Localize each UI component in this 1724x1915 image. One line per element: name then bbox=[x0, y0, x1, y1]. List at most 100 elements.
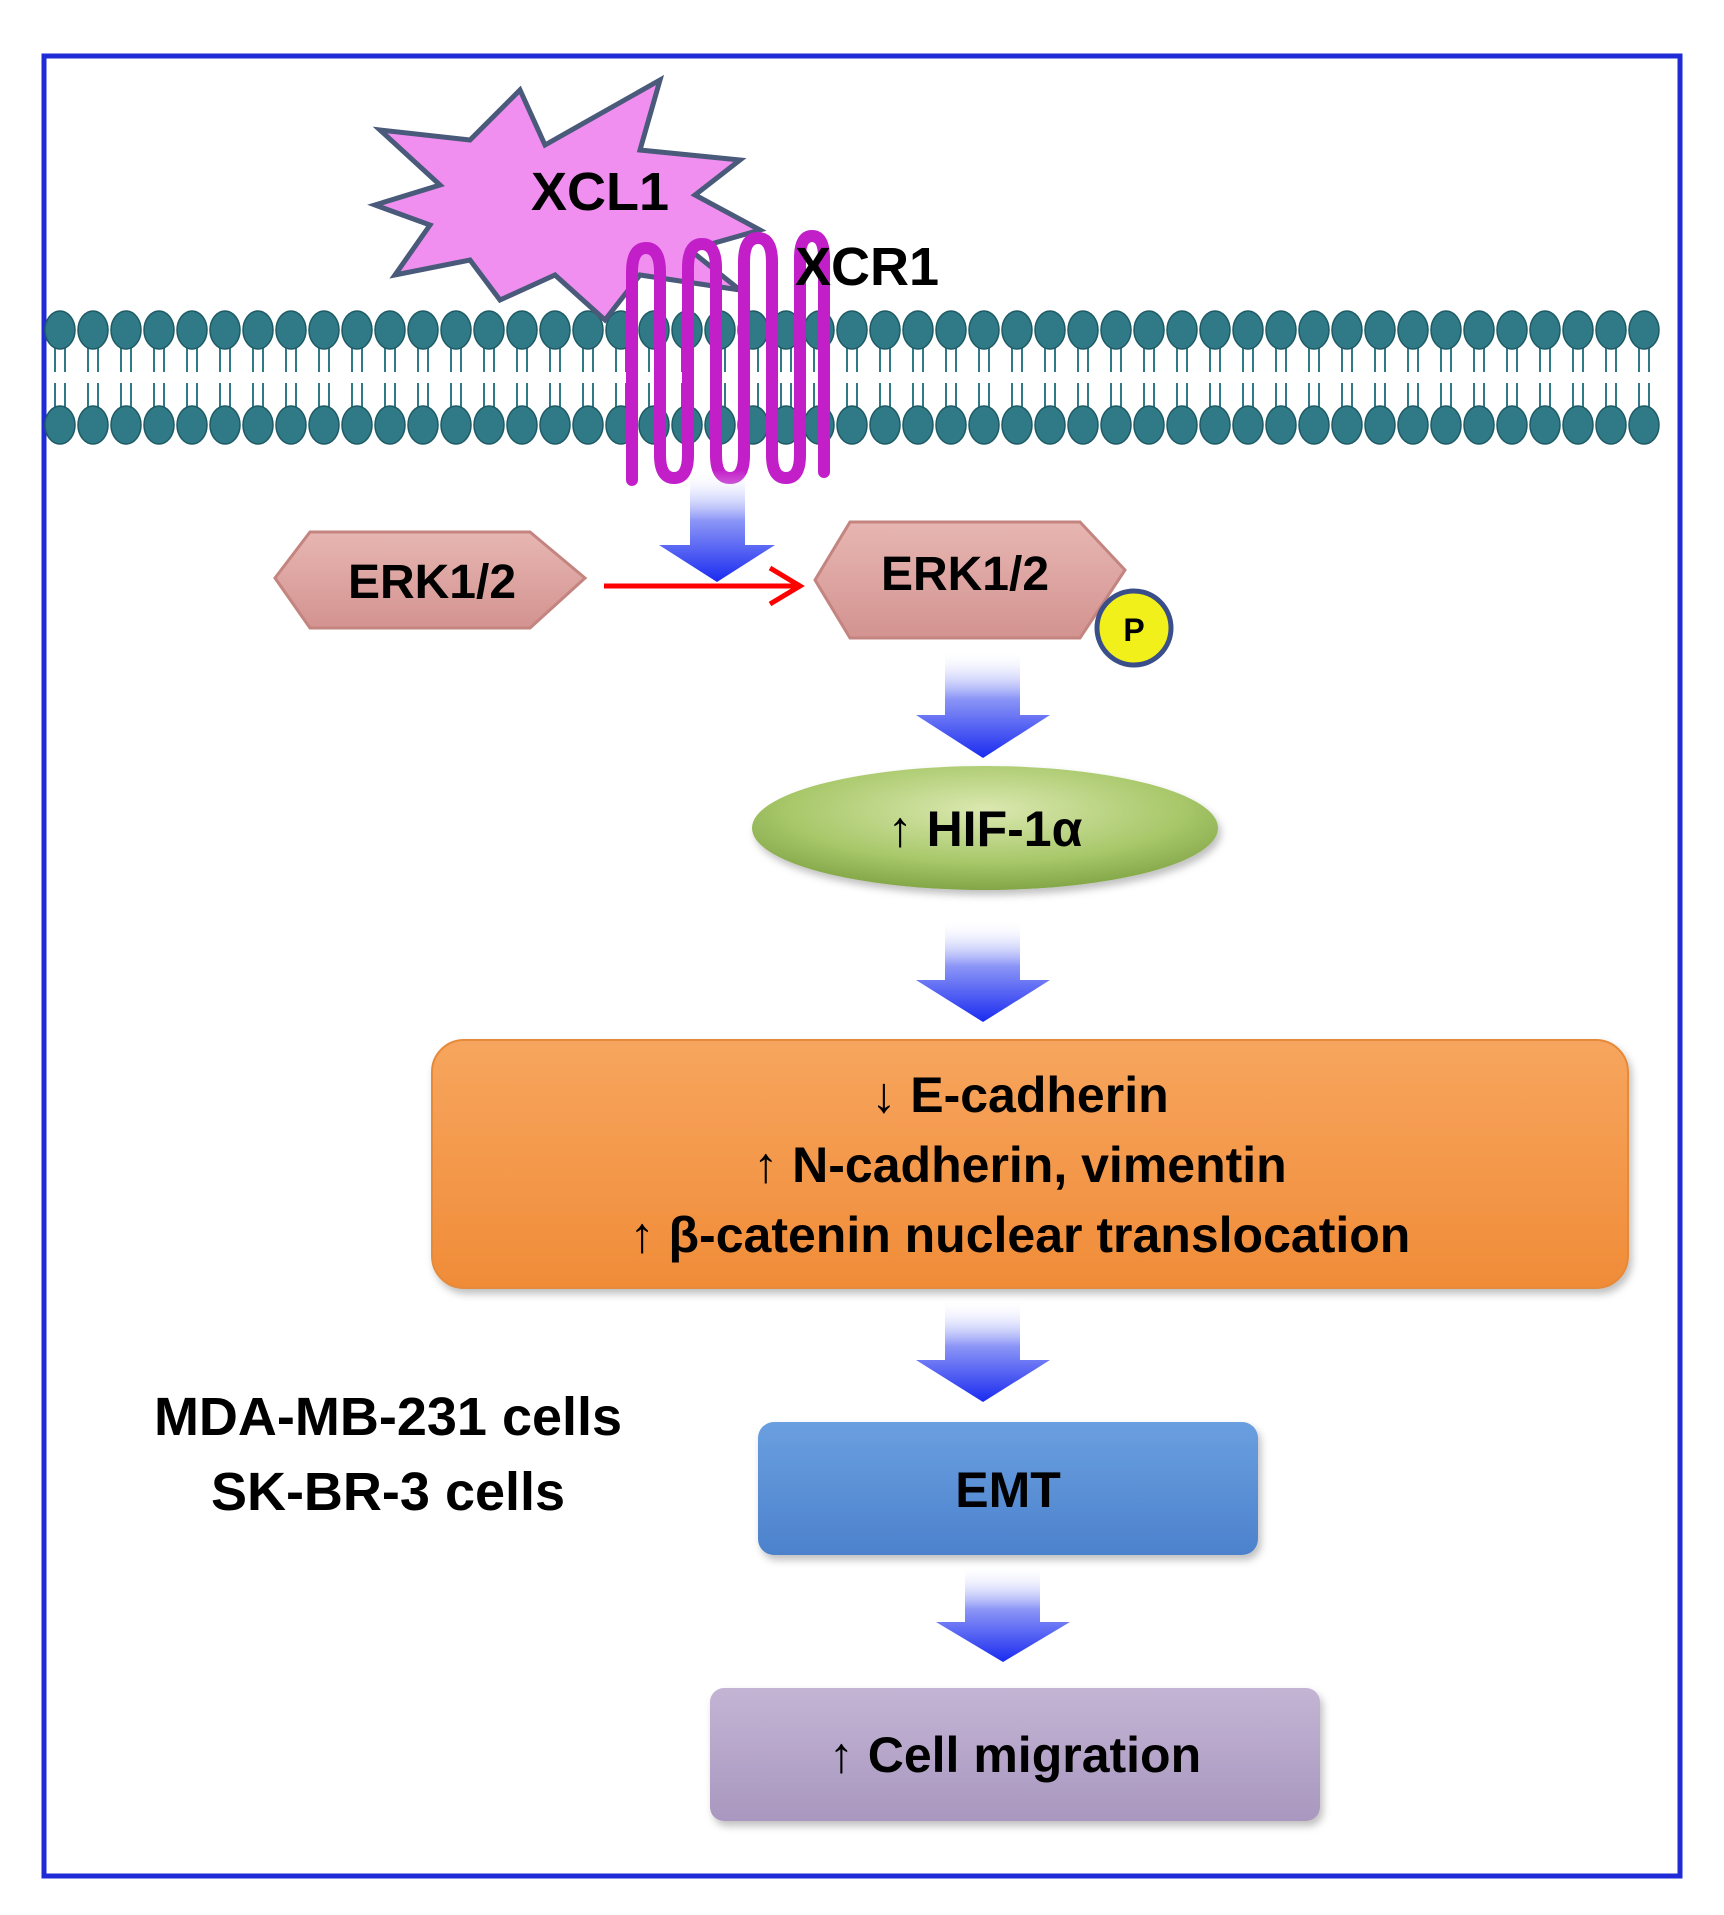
lipid-head bbox=[1628, 405, 1660, 445]
lipid-head bbox=[1133, 405, 1165, 445]
arrow-hif-to-markers bbox=[916, 920, 1050, 1022]
lipid-head bbox=[440, 405, 472, 445]
lipid-head bbox=[1067, 310, 1099, 350]
lipid-head bbox=[374, 405, 406, 445]
lipid-head bbox=[1529, 405, 1561, 445]
cell-line-skbr3: SK-BR-3 cells bbox=[211, 1462, 565, 1522]
lipid-head bbox=[407, 405, 439, 445]
erk-active-label: ERK1/2 bbox=[881, 548, 1049, 601]
lipid-head bbox=[1595, 310, 1627, 350]
lipid-head bbox=[1496, 405, 1528, 445]
lipid-head bbox=[1595, 405, 1627, 445]
lipid-head bbox=[902, 405, 934, 445]
lipid-head bbox=[176, 405, 208, 445]
emt-rect bbox=[758, 1422, 1258, 1555]
lipid-head bbox=[341, 405, 373, 445]
xcl1-label: XCL1 bbox=[531, 162, 669, 222]
lipid-head bbox=[143, 310, 175, 350]
phosphorylation-arrow bbox=[604, 565, 805, 607]
lipid-head bbox=[1496, 310, 1528, 350]
cell-lines-label: MDA-MB-231 cells SK-BR-3 cells bbox=[154, 1387, 622, 1522]
lipid-head bbox=[935, 310, 967, 350]
lipid-head bbox=[110, 405, 142, 445]
lipid-head bbox=[1397, 405, 1429, 445]
marker-n-cadherin-vimentin: ↑ N-cadherin, vimentin bbox=[753, 1137, 1286, 1193]
lipid-head bbox=[1166, 310, 1198, 350]
erk-inactive-shape bbox=[273, 530, 588, 630]
migration-node: ↑ Cell migration bbox=[710, 1688, 1320, 1821]
lipid-head bbox=[1397, 310, 1429, 350]
lipid-head bbox=[1166, 405, 1198, 445]
lipid-head bbox=[242, 310, 274, 350]
lipid-head bbox=[1001, 310, 1033, 350]
lipid-head bbox=[869, 310, 901, 350]
lipid-head bbox=[77, 310, 109, 350]
emt-markers-rect bbox=[431, 1039, 1629, 1289]
lipid-head bbox=[539, 405, 571, 445]
lipid-head bbox=[836, 310, 868, 350]
lipid-head bbox=[1463, 405, 1495, 445]
lipid-head bbox=[275, 310, 307, 350]
lipid-head bbox=[1463, 310, 1495, 350]
lipid-head bbox=[1100, 310, 1132, 350]
emt-label: EMT bbox=[955, 1462, 1061, 1518]
lipid-head bbox=[1133, 310, 1165, 350]
lipid-head bbox=[374, 310, 406, 350]
lipid-head bbox=[935, 405, 967, 445]
lipid-head bbox=[341, 310, 373, 350]
lipid-head bbox=[539, 310, 571, 350]
lipid-head bbox=[1001, 405, 1033, 445]
lipid-head bbox=[473, 405, 505, 445]
lipid-head bbox=[1298, 310, 1330, 350]
lipid-head bbox=[407, 310, 439, 350]
lipid-head bbox=[968, 310, 1000, 350]
lipid-head bbox=[143, 405, 175, 445]
lipid-head bbox=[1100, 405, 1132, 445]
lipid-head bbox=[1232, 310, 1264, 350]
lipid-head bbox=[506, 405, 538, 445]
lipid-head bbox=[209, 310, 241, 350]
lipid-head bbox=[1331, 310, 1363, 350]
lipid-head bbox=[44, 310, 76, 350]
lipid-head bbox=[1265, 310, 1297, 350]
lipid-head bbox=[1430, 405, 1462, 445]
lipid-head bbox=[110, 310, 142, 350]
lipid-head bbox=[308, 310, 340, 350]
lipid-head bbox=[176, 310, 208, 350]
lipid-head bbox=[572, 405, 604, 445]
hif-ellipse bbox=[752, 766, 1218, 890]
lipid-head bbox=[902, 310, 934, 350]
lipid-head bbox=[209, 405, 241, 445]
lipid-head bbox=[77, 405, 109, 445]
erk-inactive: ERK1/2 bbox=[273, 530, 588, 630]
phospho-badge bbox=[1094, 588, 1174, 668]
lipid-head bbox=[440, 310, 472, 350]
lipid-head bbox=[1331, 405, 1363, 445]
lipid-head bbox=[1562, 310, 1594, 350]
arrow-markers-to-emt bbox=[916, 1300, 1050, 1402]
hif-node: ↑ HIF-1α bbox=[752, 766, 1218, 890]
lipid-head bbox=[1364, 310, 1396, 350]
migration-rect bbox=[710, 1688, 1320, 1821]
lipid-head bbox=[44, 405, 76, 445]
lipid-head bbox=[242, 405, 274, 445]
arrow-receptor-to-erk bbox=[659, 470, 775, 582]
lipid-head bbox=[1199, 310, 1231, 350]
lipid-head bbox=[836, 405, 868, 445]
lipid-head bbox=[1562, 405, 1594, 445]
emt-markers-box: ↓ E-cadherin ↑ N-cadherin, vimentin ↑ β-… bbox=[431, 1039, 1629, 1289]
lipid-head bbox=[506, 310, 538, 350]
lipid-head bbox=[473, 310, 505, 350]
emt-node: EMT bbox=[758, 1422, 1258, 1555]
lipid-head bbox=[869, 405, 901, 445]
marker-beta-catenin: ↑ β-catenin nuclear translocation bbox=[630, 1207, 1411, 1263]
erk-active-shape bbox=[813, 520, 1127, 640]
lipid-head bbox=[1430, 310, 1462, 350]
arrow-erk-to-hif bbox=[916, 650, 1050, 758]
erk-inactive-label: ERK1/2 bbox=[348, 556, 516, 609]
marker-e-cadherin: ↓ E-cadherin bbox=[871, 1067, 1168, 1123]
erk-active: ERK1/2 P bbox=[813, 520, 1174, 668]
lipid-head bbox=[1364, 405, 1396, 445]
hif-label: ↑ HIF-1α bbox=[888, 801, 1083, 857]
